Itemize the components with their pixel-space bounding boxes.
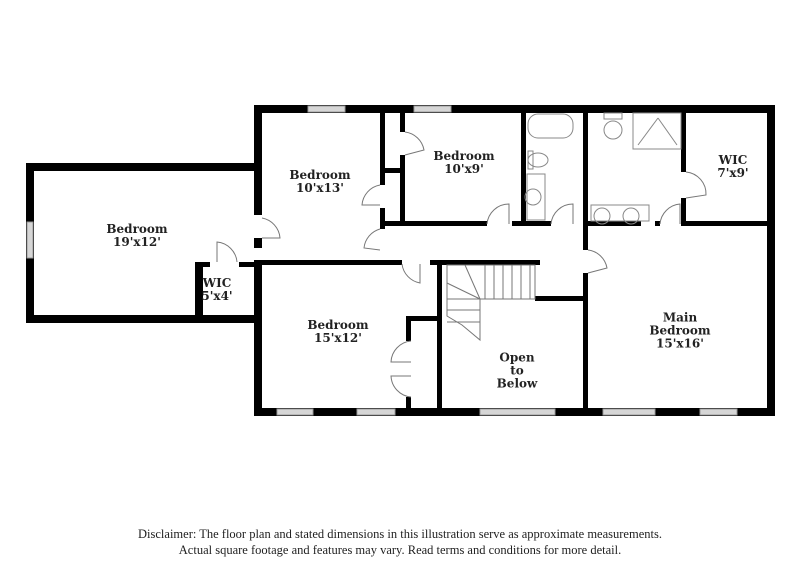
room-label-main-bedroom: Main Bedroom 15'x16' [649,310,711,351]
bathroom-fixtures [524,112,682,225]
room-name: WIC [202,276,232,290]
room-name: Bedroom [433,149,495,163]
room-name-line: Main [662,310,698,325]
room-label-wic-5x4: WIC 5'x4' [201,277,232,303]
disclaimer: Disclaimer: The floor plan and stated di… [0,526,800,558]
room-dimensions: 5'x4' [201,289,233,303]
room-label-bedroom-10x13: Bedroom 10'x13' [289,169,350,195]
room-name-line: Open [499,350,535,365]
room-name-line: Bedroom [649,323,711,338]
room-name: Bedroom [307,318,369,332]
room-dimensions: 19'x12' [113,235,161,249]
room-dimensions: 7'x9' [717,166,749,180]
room-label-open-to-below: Open to Below [496,350,538,391]
room-name-line: to [510,363,524,378]
stairs [446,264,536,342]
room-label-bedroom-19x12: Bedroom 19'x12' [106,223,167,249]
room-name-line: Below [496,376,538,391]
disclaimer-line-1: Disclaimer: The floor plan and stated di… [138,527,662,541]
room-name: Bedroom [289,168,351,182]
room-label-bedroom-15x12: Bedroom 15'x12' [307,319,368,345]
room-name: WIC [718,153,748,167]
room-dimensions: 10'x9' [444,162,484,176]
room-dimensions: 15'x12' [314,331,362,345]
room-dimensions: 10'x13' [296,181,344,195]
doors [216,131,707,398]
walls [26,105,775,416]
windows [26,105,738,416]
room-dimensions: 15'x16' [656,336,704,351]
room-label-bedroom-10x9: Bedroom 10'x9' [433,150,494,176]
room-label-wic-7x9: WIC 7'x9' [717,154,748,180]
room-name: Bedroom [106,222,168,236]
disclaimer-line-2: Actual square footage and features may v… [178,543,622,557]
